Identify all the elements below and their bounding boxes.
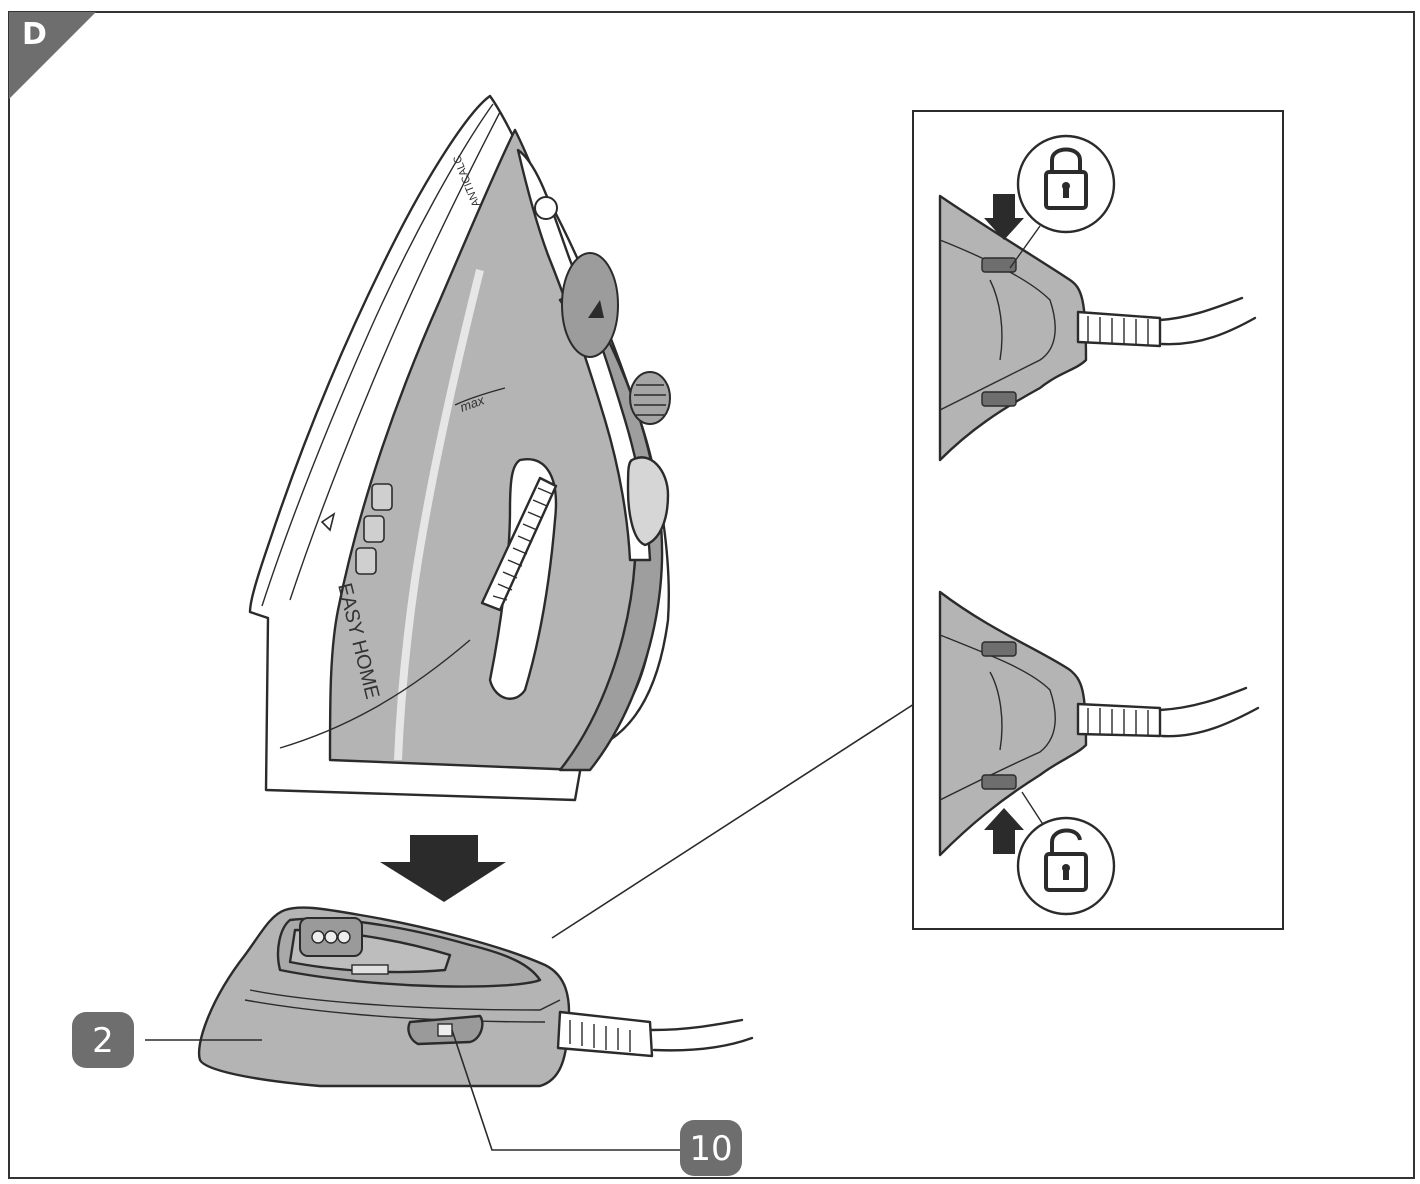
lock-open-icon	[1016, 816, 1116, 916]
leader-line-10	[451, 1029, 680, 1151]
zoom-leader-line	[551, 703, 915, 939]
svg-text:2: 2	[92, 1021, 114, 1061]
handle-grip	[480, 476, 558, 612]
mode-icons	[355, 483, 393, 575]
detail-unlocked	[938, 590, 1260, 916]
arrow-down-icon	[984, 194, 1024, 240]
corner-label: D	[22, 17, 47, 52]
svg-text:10: 10	[689, 1129, 732, 1169]
temperature-knob	[629, 371, 671, 425]
steam-iron: ANTICALC max EASY HOME	[248, 94, 671, 802]
zoom-inset	[912, 110, 1284, 930]
detail-locked	[938, 134, 1257, 462]
warning-triangle-icon	[320, 512, 336, 532]
corner-tag: D	[9, 12, 96, 99]
power-cord	[556, 1010, 754, 1058]
arrow-down-icon	[380, 835, 506, 902]
lock-closed-icon	[1016, 134, 1116, 234]
figure-frame	[8, 11, 1415, 1179]
callout-2: 2	[72, 1012, 134, 1068]
arrow-up-icon	[984, 808, 1024, 854]
iron-base	[197, 906, 754, 1088]
lock-button	[407, 1014, 484, 1046]
callout-10: 10	[680, 1120, 742, 1176]
